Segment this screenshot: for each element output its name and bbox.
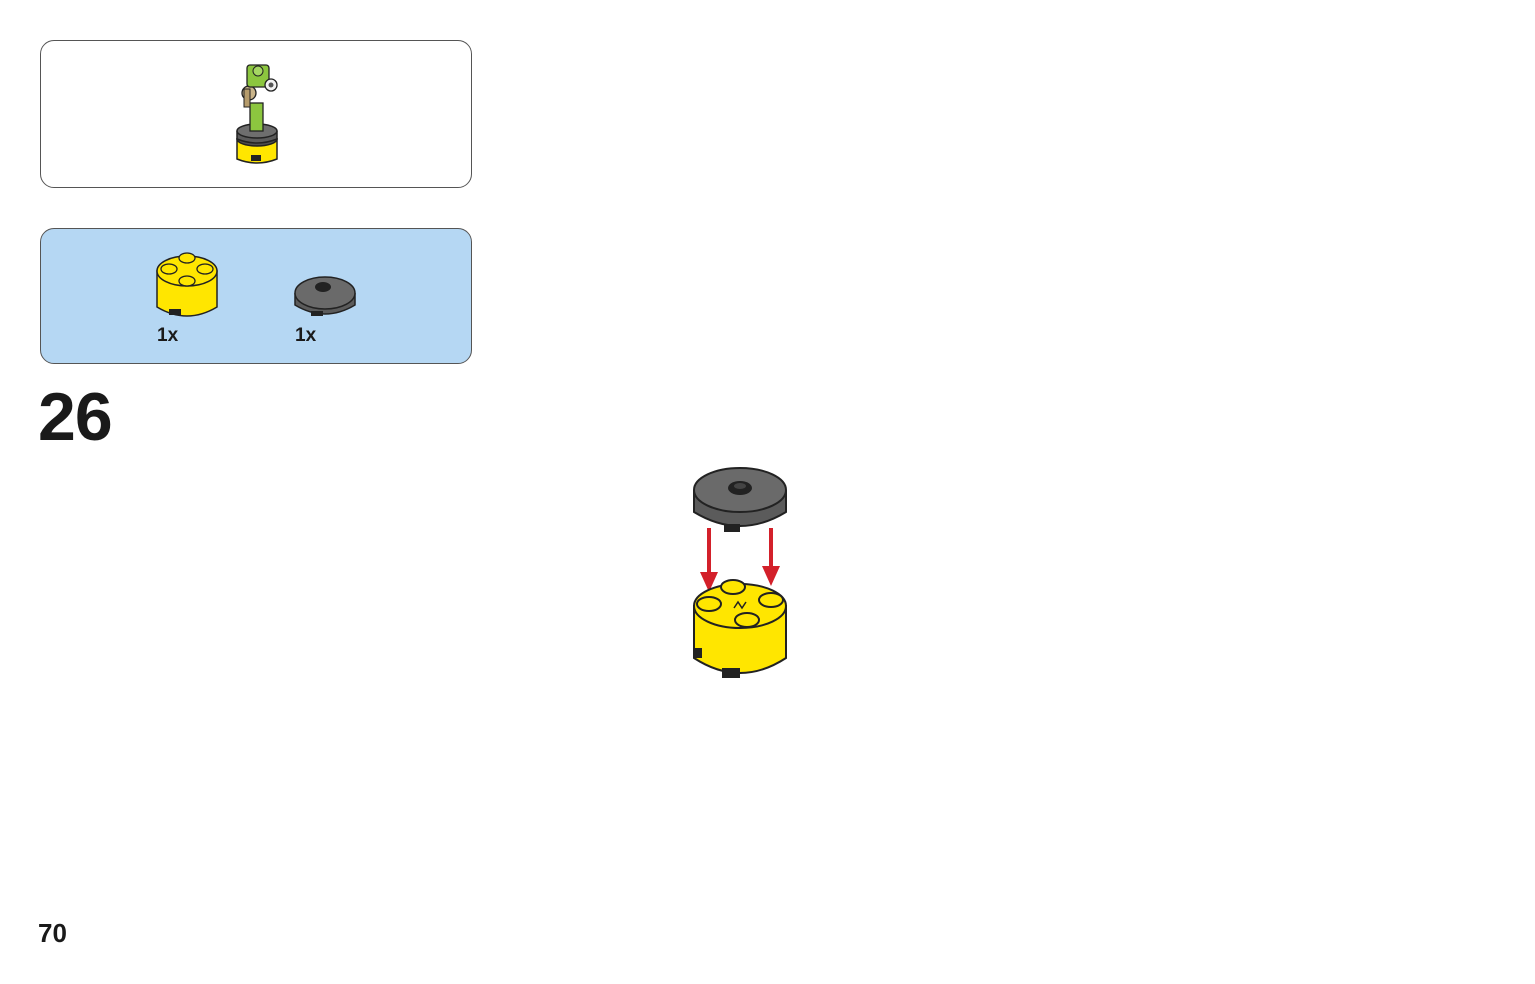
- part-quantity-1: 1x: [157, 325, 179, 346]
- page-number: 70: [38, 918, 67, 948]
- yellow-round-brick-2x2-icon: [156, 252, 218, 317]
- placement-arrows: [700, 528, 780, 592]
- parts-list-icons: [156, 252, 356, 317]
- submodel-preview-icon: [236, 64, 278, 164]
- assembly-illustration: [680, 460, 810, 695]
- tile-part: [693, 467, 787, 532]
- assembly-diagram: [693, 467, 787, 678]
- parts-list-box: 1x 1x: [40, 228, 472, 364]
- part-quantity-2: 1x: [295, 325, 317, 346]
- brick-part: [693, 579, 787, 678]
- dark-gray-round-tile-2x2-icon: [294, 276, 356, 316]
- step-number: 26: [38, 379, 113, 455]
- submodel-preview-box: [40, 40, 472, 188]
